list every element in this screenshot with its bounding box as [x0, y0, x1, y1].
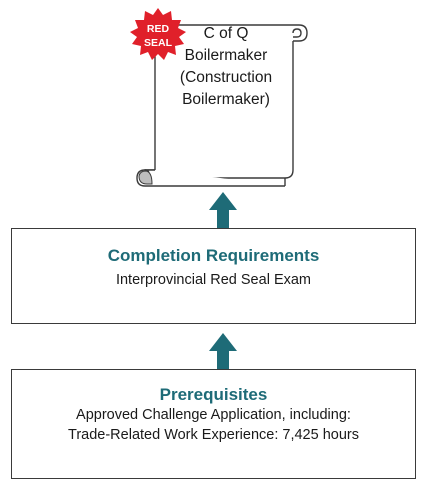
credential-line-3: (Construction	[179, 69, 273, 86]
red-seal-badge	[130, 8, 186, 60]
completion-line-1: Interprovincial Red Seal Exam	[115, 272, 312, 288]
prerequisites-heading: Prerequisites	[159, 385, 268, 404]
seal-line-1: RED	[146, 23, 170, 35]
credential-title: C of Q Boilermaker (Construction Boilerm…	[160, 23, 292, 111]
prerequisites-line-2: Trade-Related Work Experience: 7,425 hou…	[68, 427, 359, 443]
credential-line-4: Boilermaker)	[182, 91, 270, 108]
seal-line-2: SEAL	[143, 37, 172, 49]
prerequisites-box: Prerequisites Approved Challenge Applica…	[11, 369, 416, 479]
credential-line-2: Boilermaker	[184, 47, 268, 64]
scroll-roll-shade	[138, 170, 153, 185]
arrow-up-icon	[209, 333, 237, 369]
red-seal-label: RED SEAL	[133, 22, 183, 50]
credential-line-1: C of Q	[203, 25, 249, 42]
arrow-up-icon	[209, 192, 237, 228]
prerequisites-line-1: Approved Challenge Application, includin…	[76, 407, 351, 423]
completion-heading: Completion Requirements	[107, 246, 320, 265]
completion-requirements-box: Completion Requirements Interprovincial …	[11, 228, 416, 324]
